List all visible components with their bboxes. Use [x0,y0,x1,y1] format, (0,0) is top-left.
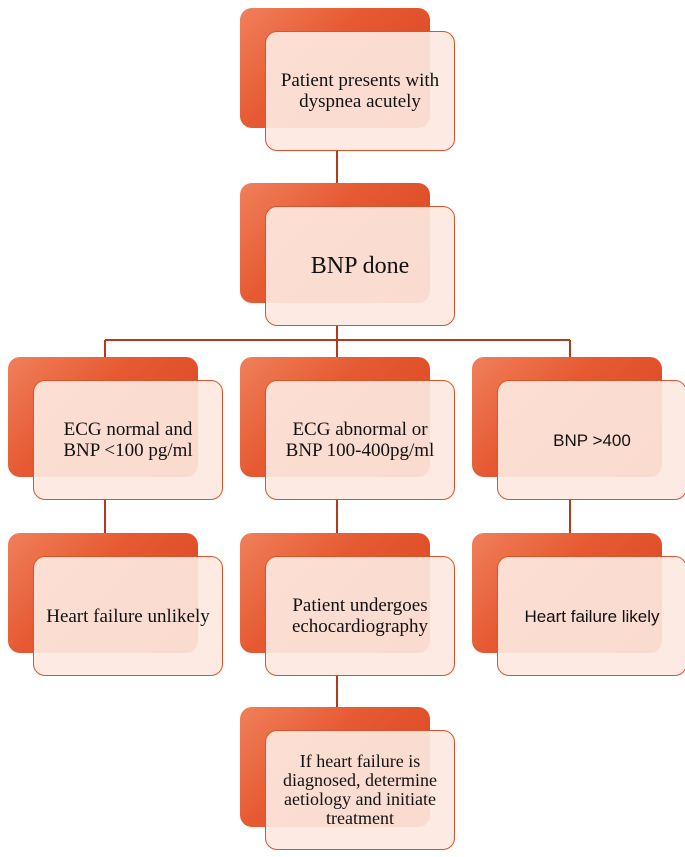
node-label: ECG normal and BNP <100 pg/ml [63,419,193,461]
box-front: Heart failure likely [497,556,685,676]
box-front: Patient presents with dyspnea acutely [265,31,455,151]
node-echocardiography: Patient undergoes echocardiography [240,533,460,683]
node-diagnosed: If heart failure is diagnosed, determine… [240,707,460,857]
box-front: ECG abnormal or BNP 100-400pg/ml [265,380,455,500]
box-front: Patient undergoes echocardiography [265,556,455,676]
node-label: Heart failure likely [524,606,660,626]
node-label: Heart failure unlikely [46,605,210,627]
node-label: Patient undergoes echocardiography [291,595,429,637]
node-hf-likely: Heart failure likely [472,533,685,683]
box-front: BNP done [265,206,455,326]
node-bnp-high: BNP >400 [472,357,685,507]
node-ecg-abnormal: ECG abnormal or BNP 100-400pg/ml [240,357,460,507]
node-patient-presents: Patient presents with dyspnea acutely [240,8,460,158]
node-label: BNP >400 [553,430,631,450]
box-front: Heart failure unlikely [33,556,223,676]
node-hf-unlikely: Heart failure unlikely [8,533,228,683]
node-ecg-normal: ECG normal and BNP <100 pg/ml [8,357,228,507]
box-front: ECG normal and BNP <100 pg/ml [33,380,223,500]
node-label: If heart failure is diagnosed, determine… [283,751,437,828]
node-label: ECG abnormal or BNP 100-400pg/ml [285,419,435,461]
node-label: Patient presents with dyspnea acutely [280,70,440,112]
node-bnp-done: BNP done [240,183,460,333]
box-front: BNP >400 [497,380,685,500]
node-label: BNP done [310,252,410,279]
box-front: If heart failure is diagnosed, determine… [265,730,455,850]
